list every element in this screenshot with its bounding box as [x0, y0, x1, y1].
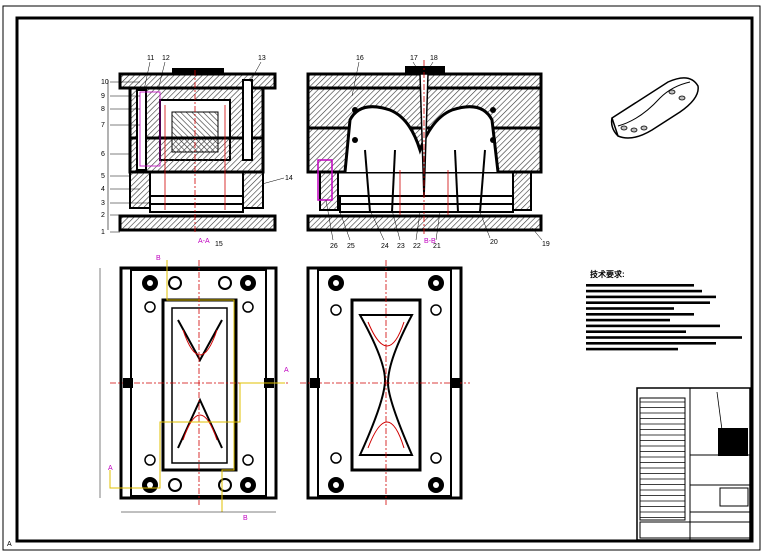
cut-label-a-left: A [108, 465, 113, 472]
label-12: 12 [162, 55, 170, 62]
tech-req-line [586, 284, 694, 287]
label-10: 10 [101, 79, 109, 86]
label-5: 5 [101, 173, 105, 180]
bottom-clamp-plate [118, 214, 277, 232]
label-23: 23 [397, 243, 405, 250]
label-19: 19 [542, 241, 550, 248]
label-1: 1 [101, 229, 105, 236]
label-25: 25 [347, 243, 355, 250]
tech-req-line [586, 336, 742, 339]
tech-req-line [586, 301, 710, 304]
label-2: 2 [101, 212, 105, 219]
tech-req-line [586, 313, 694, 316]
label-15: 15 [215, 241, 223, 248]
support-left [129, 171, 151, 209]
cut-line-a [109, 382, 285, 489]
label-8: 8 [101, 106, 105, 113]
label-9: 9 [101, 93, 105, 100]
shoe-sole-isometric-icon [610, 77, 699, 139]
label-13: 13 [258, 55, 266, 62]
tech-req-line [586, 307, 674, 310]
outer-border [2, 5, 761, 551]
guide-pillar-right [242, 79, 253, 161]
cut-label-b-top: B [156, 255, 161, 262]
ejector-retainer [149, 203, 244, 213]
locating-ring [172, 68, 224, 75]
label-6: 6 [101, 151, 105, 158]
section-a-label: A-A [198, 238, 210, 245]
label-22: 22 [413, 243, 421, 250]
label-21: 21 [433, 243, 441, 250]
label-18: 18 [430, 55, 438, 62]
side-section-view: B-B 16 17 18 26 25 24 23 22 21 20 19 [306, 55, 550, 250]
cavity-profile [343, 105, 500, 173]
technical-requirements: 技术要求: [586, 269, 742, 351]
label-26: 26 [330, 243, 338, 250]
guide-pillar-left [136, 89, 147, 171]
label-17: 17 [410, 55, 418, 62]
cut-label-a-right: A [284, 367, 289, 374]
tech-req-line [586, 347, 678, 351]
front-section-view: A-A 10 9 8 7 6 5 4 3 2 1 11 12 13 14 15 [101, 55, 293, 248]
label-24: 24 [381, 243, 389, 250]
label-20: 20 [490, 239, 498, 246]
section-b-label: B-B [424, 238, 436, 245]
sprue-bushing [405, 66, 445, 74]
label-14: 14 [285, 175, 293, 182]
tech-req-line [586, 289, 702, 293]
tech-req-line [586, 324, 720, 328]
title-block-rows [640, 401, 685, 518]
corner-mark: A [7, 541, 12, 548]
label-16: 16 [356, 55, 364, 62]
tech-req-title: 技术要求: [590, 269, 625, 279]
cut-label-b-bottom: B [243, 515, 248, 522]
label-3: 3 [101, 200, 105, 207]
tech-req-line [586, 295, 716, 299]
tech-req-lines [586, 284, 742, 351]
plan-view-fixed [300, 260, 470, 505]
label-4: 4 [101, 186, 105, 193]
tech-req-line [586, 318, 670, 322]
support-right [242, 171, 264, 209]
label-7: 7 [101, 122, 105, 129]
title-block [636, 387, 751, 541]
inner-frame [15, 16, 754, 543]
tech-req-line [586, 330, 686, 333]
ejector-plate [149, 195, 244, 205]
tech-req-line [586, 342, 716, 345]
cut-line-b [166, 260, 235, 512]
label-11: 11 [147, 55, 154, 62]
spring-assembly [317, 159, 333, 201]
plan-view-moving: B A A B [99, 255, 290, 522]
